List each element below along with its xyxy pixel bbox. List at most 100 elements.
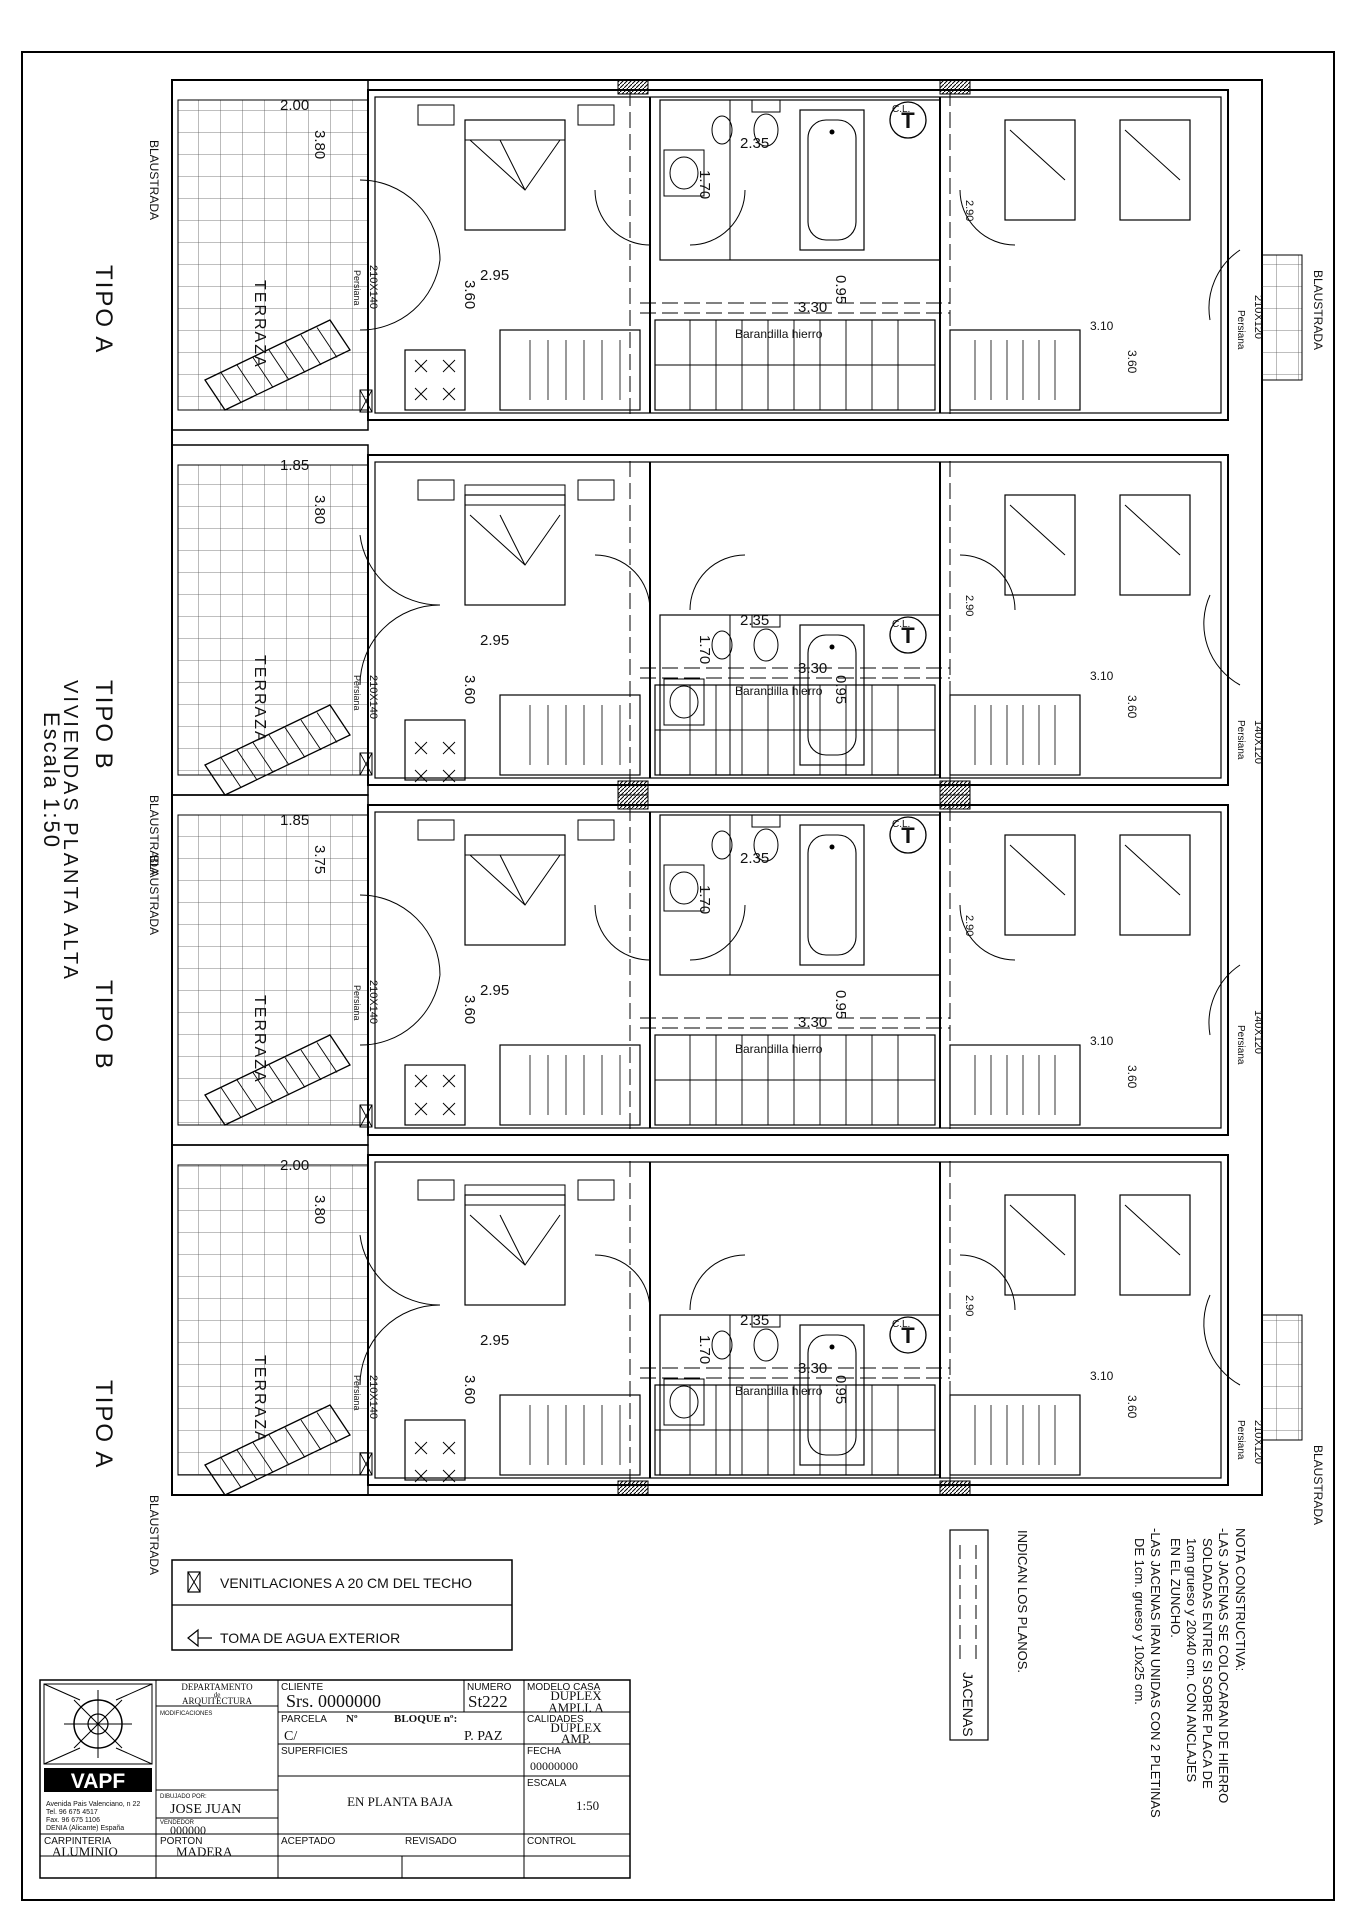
window-persiana-label: Persiana — [1235, 720, 1246, 760]
address-line: Avenida Pais Valenciano, n 22 — [46, 1801, 140, 1808]
dim-terraza-width: 1.85 — [280, 812, 309, 829]
dim-room-width: 3.60 — [461, 280, 478, 309]
ventilation-icon — [187, 1571, 201, 1593]
barandilla-label: Barandilla hierro — [735, 1384, 823, 1398]
heater-cl-label: C.L. — [892, 619, 910, 630]
plan-scale: Escala 1:50 — [39, 712, 64, 849]
jacenas-legend: JACENAS INDICAN LOS PLANOS. — [949, 1529, 1030, 1741]
legend-ventilacion: VENITLACIONES A 20 CM DEL TECHO — [220, 1575, 472, 1591]
nota-line: -LAS JACENAS SE COLOCARAN DE HIERRO — [1216, 1528, 1231, 1803]
dim-terraza-length: 3.75 — [311, 845, 328, 874]
dim-room-width: 3.60 — [461, 675, 478, 704]
parcela-label: PARCELA — [281, 1714, 327, 1725]
jacenas-box — [949, 1529, 989, 1741]
unit-blaustrada-east: BLAUSTRADA — [1311, 1445, 1325, 1525]
dim-bano-length: 1.70 — [696, 170, 713, 199]
dim-bano-width: 2.35 — [740, 1312, 769, 1329]
water-tap-icon — [187, 1628, 212, 1648]
dim-hall-width: 0.95 — [832, 275, 849, 304]
porton-value: MADERA — [176, 1844, 233, 1859]
window-persiana-label: Persiana — [1235, 310, 1246, 350]
calidades-value: AMP. — [561, 1731, 591, 1746]
dim-room-length: 2.95 — [480, 267, 509, 284]
barandilla-label: Barandilla hierro — [735, 1042, 823, 1056]
unit-tipo-label: TIPO B — [90, 980, 117, 1071]
door-size-label: 210X140 — [367, 265, 379, 309]
numero-label: NUMERO — [467, 1682, 512, 1693]
terraza-label: TERRAZA — [251, 995, 268, 1084]
dim-dorm-length: 3.10 — [1090, 319, 1114, 333]
calidades-value: DUPLEX — [550, 1720, 602, 1735]
carpinteria-value: ALUMINIO — [52, 1844, 118, 1859]
calidades-label: CALIDADES — [527, 1714, 584, 1725]
dim-hall-length: 3.30 — [798, 1360, 827, 1377]
dim-bano-width: 2.35 — [740, 850, 769, 867]
dim-hall-length: 3.30 — [798, 299, 827, 316]
heater-cl-label: C.L. — [892, 819, 910, 830]
window-size-label: 210X120 — [1252, 295, 1264, 339]
window-size-label: 140X120 — [1252, 720, 1264, 764]
door-size-label: 210X140 — [367, 675, 379, 719]
nota-line: EN EL ZUNCHO. — [1168, 1538, 1183, 1638]
modelo-label: MODELO CASA — [527, 1682, 601, 1693]
window-size-label: 210X120 — [1252, 1420, 1264, 1464]
cliente-label: CLIENTE — [281, 1682, 324, 1693]
nota-title: NOTA CONSTRUCTIVA: — [1233, 1528, 1248, 1671]
door-size-label: 210X140 — [367, 1375, 379, 1419]
dim-dorm-length: 3.10 — [1090, 1034, 1114, 1048]
heater-t-label: T — [901, 1323, 915, 1348]
nota-line: DE 1cm. grueso y 10x25 cm. — [1132, 1538, 1147, 1705]
modificaciones-label: MODIFICACIONES — [160, 1711, 212, 1717]
revisado-label: REVISADO — [405, 1836, 457, 1847]
bloque-label: BLOQUE nº: — [394, 1713, 457, 1725]
legend-toma: TOMA DE AGUA EXTERIOR — [220, 1630, 400, 1646]
heater-t-label: T — [901, 108, 915, 133]
door-size-label: 210X140 — [367, 980, 379, 1024]
dim-room-width: 3.60 — [461, 1375, 478, 1404]
fecha-label: FECHA — [527, 1746, 561, 1757]
dibujado-value: JOSE JUAN — [170, 1802, 241, 1817]
porton-label: PORTON — [160, 1836, 202, 1847]
dim-bano-length: 1.70 — [696, 635, 713, 664]
dim-dorm-depth: 3.60 — [1125, 695, 1139, 719]
nota-line: SOLDADAS ENTRE SI SOBRE PLACA DE — [1200, 1538, 1215, 1789]
dim-dorm-depth: 3.60 — [1125, 1395, 1139, 1419]
dim-hall-length: 3.30 — [798, 1014, 827, 1031]
barandilla-label: Barandilla hierro — [735, 684, 823, 698]
terraza-label: TERRAZA — [251, 655, 268, 744]
window-persiana-label: Persiana — [1235, 1420, 1246, 1460]
door-persiana-label: Persiana — [352, 985, 362, 1021]
barandilla-label: Barandilla hierro — [735, 327, 823, 341]
address-line: Tel. 96 675 4517 — [46, 1809, 98, 1816]
dim-hall-length: 3.30 — [798, 660, 827, 677]
superficies-value: EN PLANTA BAJA — [347, 1794, 453, 1809]
logo-text: VAPF — [71, 1770, 126, 1793]
dim-bano-length: 1.70 — [696, 885, 713, 914]
dim-room-length: 2.95 — [480, 1332, 509, 1349]
unit-blaustrada-label: BLAUSTRADA — [147, 140, 161, 220]
nota-line: -LAS JACENAS IRAN UNIDAS CON 2 PLETINAS — [1148, 1528, 1163, 1818]
bloque-value: P. PAZ — [464, 1729, 502, 1744]
dim-hall-width: 0.95 — [832, 675, 849, 704]
dim-bano-width: 2.35 — [740, 135, 769, 152]
dim-hall-width: 0.95 — [832, 990, 849, 1019]
door-persiana-label: Persiana — [352, 270, 362, 306]
jacenas-label: JACENAS — [960, 1672, 976, 1737]
escala-value: 1:50 — [576, 1798, 599, 1813]
heater-t-label: T — [901, 623, 915, 648]
aceptado-label: ACEPTADO — [281, 1836, 335, 1847]
superficies-label: SUPERFICIES — [281, 1746, 348, 1757]
dept-line: DEPARTAMENTO — [181, 1682, 253, 1692]
dim-room-length: 2.95 — [480, 632, 509, 649]
n-label: Nº — [346, 1713, 358, 1725]
dim-dorm-width: 2.90 — [963, 1295, 975, 1316]
door-persiana-label: Persiana — [352, 675, 362, 711]
dim-dorm-width: 2.90 — [963, 200, 975, 221]
window-persiana-label: Persiana — [1235, 1025, 1246, 1065]
dim-room-width: 3.60 — [461, 995, 478, 1024]
